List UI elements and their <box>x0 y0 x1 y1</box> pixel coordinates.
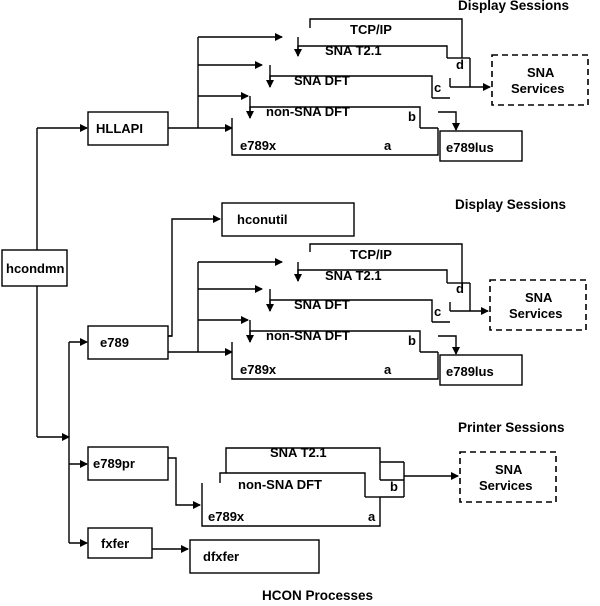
hconutil-label: hconutil <box>237 212 288 227</box>
stack1-e789x-label: e789x <box>240 138 277 153</box>
stack2-sna-dft-label: SNA DFT <box>294 297 350 312</box>
display-stack-1: TCP/IP SNA T2.1 SNA DFT non-SNA DFT e789… <box>168 18 491 156</box>
stack1-d-label: d <box>456 57 464 72</box>
stack2-e789x-label: e789x <box>240 362 277 377</box>
printer-stack: SNA T2.1 non-SNA DFT e789x a b <box>168 445 459 527</box>
stack1-sna-t21-label: SNA T2.1 <box>325 43 382 58</box>
e789lus-2-label: e789lus <box>446 364 494 379</box>
heading-printer-sessions: Printer Sessions <box>458 420 565 435</box>
e789lus-1-label: e789lus <box>446 140 494 155</box>
hllapi-box: HLLAPI <box>87 111 169 146</box>
stack2-d-label: d <box>456 281 464 296</box>
stack1-sna-dft-label: SNA DFT <box>294 73 350 88</box>
sna-services-2: SNA Services <box>489 279 587 331</box>
stack2-tcpip-label: TCP/IP <box>350 247 392 262</box>
sna-services-1-line2: Services <box>511 81 565 96</box>
printer-sna-t21-label: SNA T2.1 <box>270 445 327 460</box>
e789-box: e789 <box>87 325 169 360</box>
stack2-a-label: a <box>384 362 392 377</box>
stack2-b-label: b <box>408 333 416 348</box>
printer-non-sna-dft-label: non-SNA DFT <box>238 477 322 492</box>
stack1-tcpip-label: TCP/IP <box>350 22 392 37</box>
sna-services-3: SNA Services <box>459 451 557 503</box>
hcondmn-box: hcondmn <box>1 249 68 287</box>
diagram-caption: HCON Processes <box>262 588 373 603</box>
fxfer-box: fxfer <box>87 527 153 559</box>
sna-services-3-line2: Services <box>479 478 533 493</box>
fxfer-label: fxfer <box>101 536 129 551</box>
e789lus-box-2: e789lus <box>439 354 523 386</box>
sna-services-1: SNA Services <box>491 54 589 106</box>
stack2-c-label: c <box>434 304 441 319</box>
heading-display-sessions-2: Display Sessions <box>455 197 566 212</box>
display-stack-2: TCP/IP SNA T2.1 SNA DFT non-SNA DFT e789… <box>168 243 489 380</box>
dfxfer-label: dfxfer <box>203 549 239 564</box>
heading-display-sessions-1: Display Sessions <box>458 0 569 13</box>
e789pr-label: e789pr <box>93 456 135 471</box>
printer-b-label: b <box>390 479 398 494</box>
stack1-non-sna-dft-label: non-SNA DFT <box>266 104 350 119</box>
stack1-b-label: b <box>408 109 416 124</box>
hconutil-box: hconutil <box>221 202 355 237</box>
hcondmn-label: hcondmn <box>6 261 65 276</box>
e789-label: e789 <box>100 335 129 350</box>
hcondmn-connectors <box>36 124 88 547</box>
sna-services-2-line2: Services <box>509 306 563 321</box>
stack2-non-sna-dft-label: non-SNA DFT <box>266 328 350 343</box>
stack1-c-label: c <box>434 80 441 95</box>
sna-services-1-line1: SNA <box>527 65 555 80</box>
stack1-a-label: a <box>384 138 392 153</box>
sna-services-3-line1: SNA <box>495 462 523 477</box>
printer-a-label: a <box>368 509 376 524</box>
hllapi-label: HLLAPI <box>96 121 143 136</box>
printer-e789x-label: e789x <box>208 509 245 524</box>
dfxfer-box: dfxfer <box>189 539 320 574</box>
stack2-sna-t21-label: SNA T2.1 <box>325 268 382 283</box>
sna-services-2-line1: SNA <box>525 290 553 305</box>
e789pr-box: e789pr <box>87 446 169 481</box>
e789-to-hconutil-arrow <box>168 215 221 337</box>
e789lus-box-1: e789lus <box>439 130 523 162</box>
